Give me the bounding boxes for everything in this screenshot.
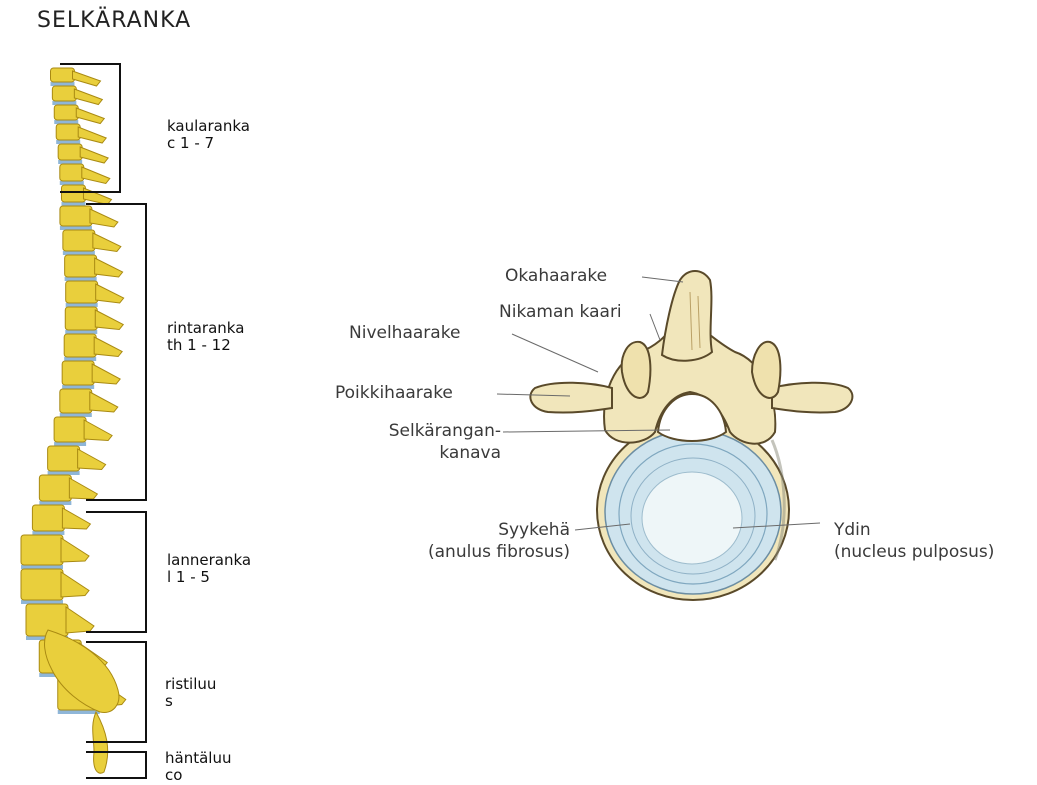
transverse-process-right — [772, 383, 852, 413]
label-line: Ydin — [834, 519, 1024, 541]
label-line: (anulus fibrosus) — [390, 541, 570, 563]
transverse-process-left — [530, 383, 612, 413]
label-selkarangan-kanava: Selkärangan- kanava — [345, 420, 501, 464]
label-line: (nucleus pulposus) — [834, 541, 1024, 563]
label-line: Selkärangan- — [345, 420, 501, 442]
label-syykeha: Syykehä (anulus fibrosus) — [390, 519, 570, 563]
label-line: kanava — [345, 442, 501, 464]
label-nivelhaarake: Nivelhaarake — [349, 322, 460, 344]
label-poikkihaarake: Poikkihaarake — [335, 382, 453, 404]
label-line: Syykehä — [390, 519, 570, 541]
label-okahaarake: Okahaarake — [505, 265, 607, 287]
nucleus-pulposus — [642, 472, 742, 564]
spinous-process — [662, 271, 712, 361]
label-nikaman-kaari: Nikaman kaari — [499, 301, 622, 323]
label-ydin: Ydin (nucleus pulposus) — [834, 519, 1024, 563]
